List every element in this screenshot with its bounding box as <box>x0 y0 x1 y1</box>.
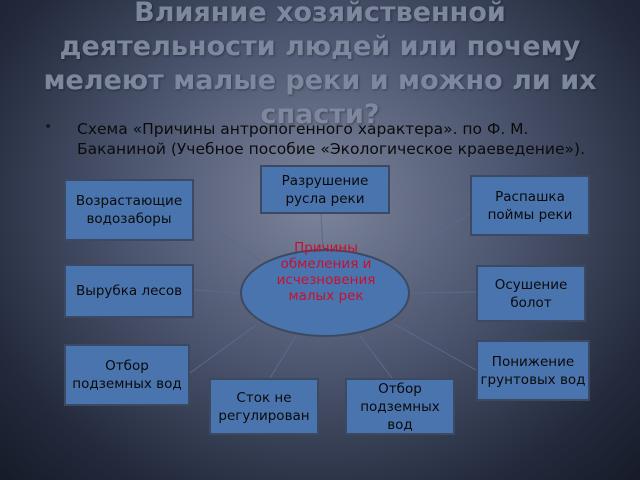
cause-box-groundwater-extraction: Отбор подземных вод <box>64 344 190 406</box>
cause-box-floodplain-plowing: Распашка поймы реки <box>470 175 590 236</box>
connector-line <box>191 289 241 294</box>
bullet-marker: • <box>44 119 53 135</box>
cause-box-swamp-drainage: Осушение болот <box>476 265 586 322</box>
connector-line <box>391 211 473 263</box>
slide-title: Влияние хозяйственной деятельности людей… <box>43 0 597 130</box>
connector-line <box>191 211 263 263</box>
cause-box-unregulated-runoff: Сток не регулирован <box>209 378 319 435</box>
cause-box-groundwater-lowering: Понижение грунтовых вод <box>476 340 590 401</box>
intro-text: Схема «Причины антропогенного характера»… <box>77 120 586 158</box>
cause-box-riverbed-destruction: Разрушение русла реки <box>260 165 390 214</box>
connector-line <box>359 335 393 379</box>
central-cause-label: Причины обмеления и исчезновения малых р… <box>276 240 376 304</box>
cause-box-water-intake: Возрастающие водозаборы <box>64 179 194 241</box>
connector-line <box>269 335 297 379</box>
connector-line <box>393 323 477 371</box>
connector-line <box>409 291 477 294</box>
connector-line <box>320 213 324 250</box>
cause-box-groundwater-extraction-2: Отбор подземных вод <box>345 378 455 435</box>
connector-line <box>189 324 257 374</box>
cause-box-deforestation: Вырубка лесов <box>64 264 194 318</box>
central-ellipse <box>240 249 410 337</box>
